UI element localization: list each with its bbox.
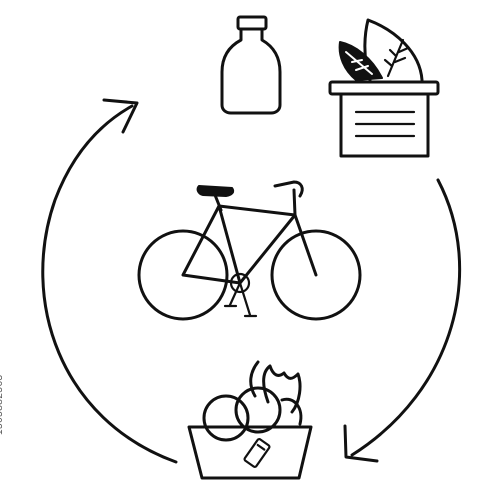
cycle-arrow-up-icon bbox=[41, 98, 178, 464]
cycle-arrow-down-icon bbox=[343, 178, 462, 463]
compost-bin-icon bbox=[328, 18, 440, 158]
food-basket-icon bbox=[187, 360, 313, 480]
bottle-icon bbox=[220, 15, 282, 115]
bicycle-icon bbox=[137, 180, 362, 321]
